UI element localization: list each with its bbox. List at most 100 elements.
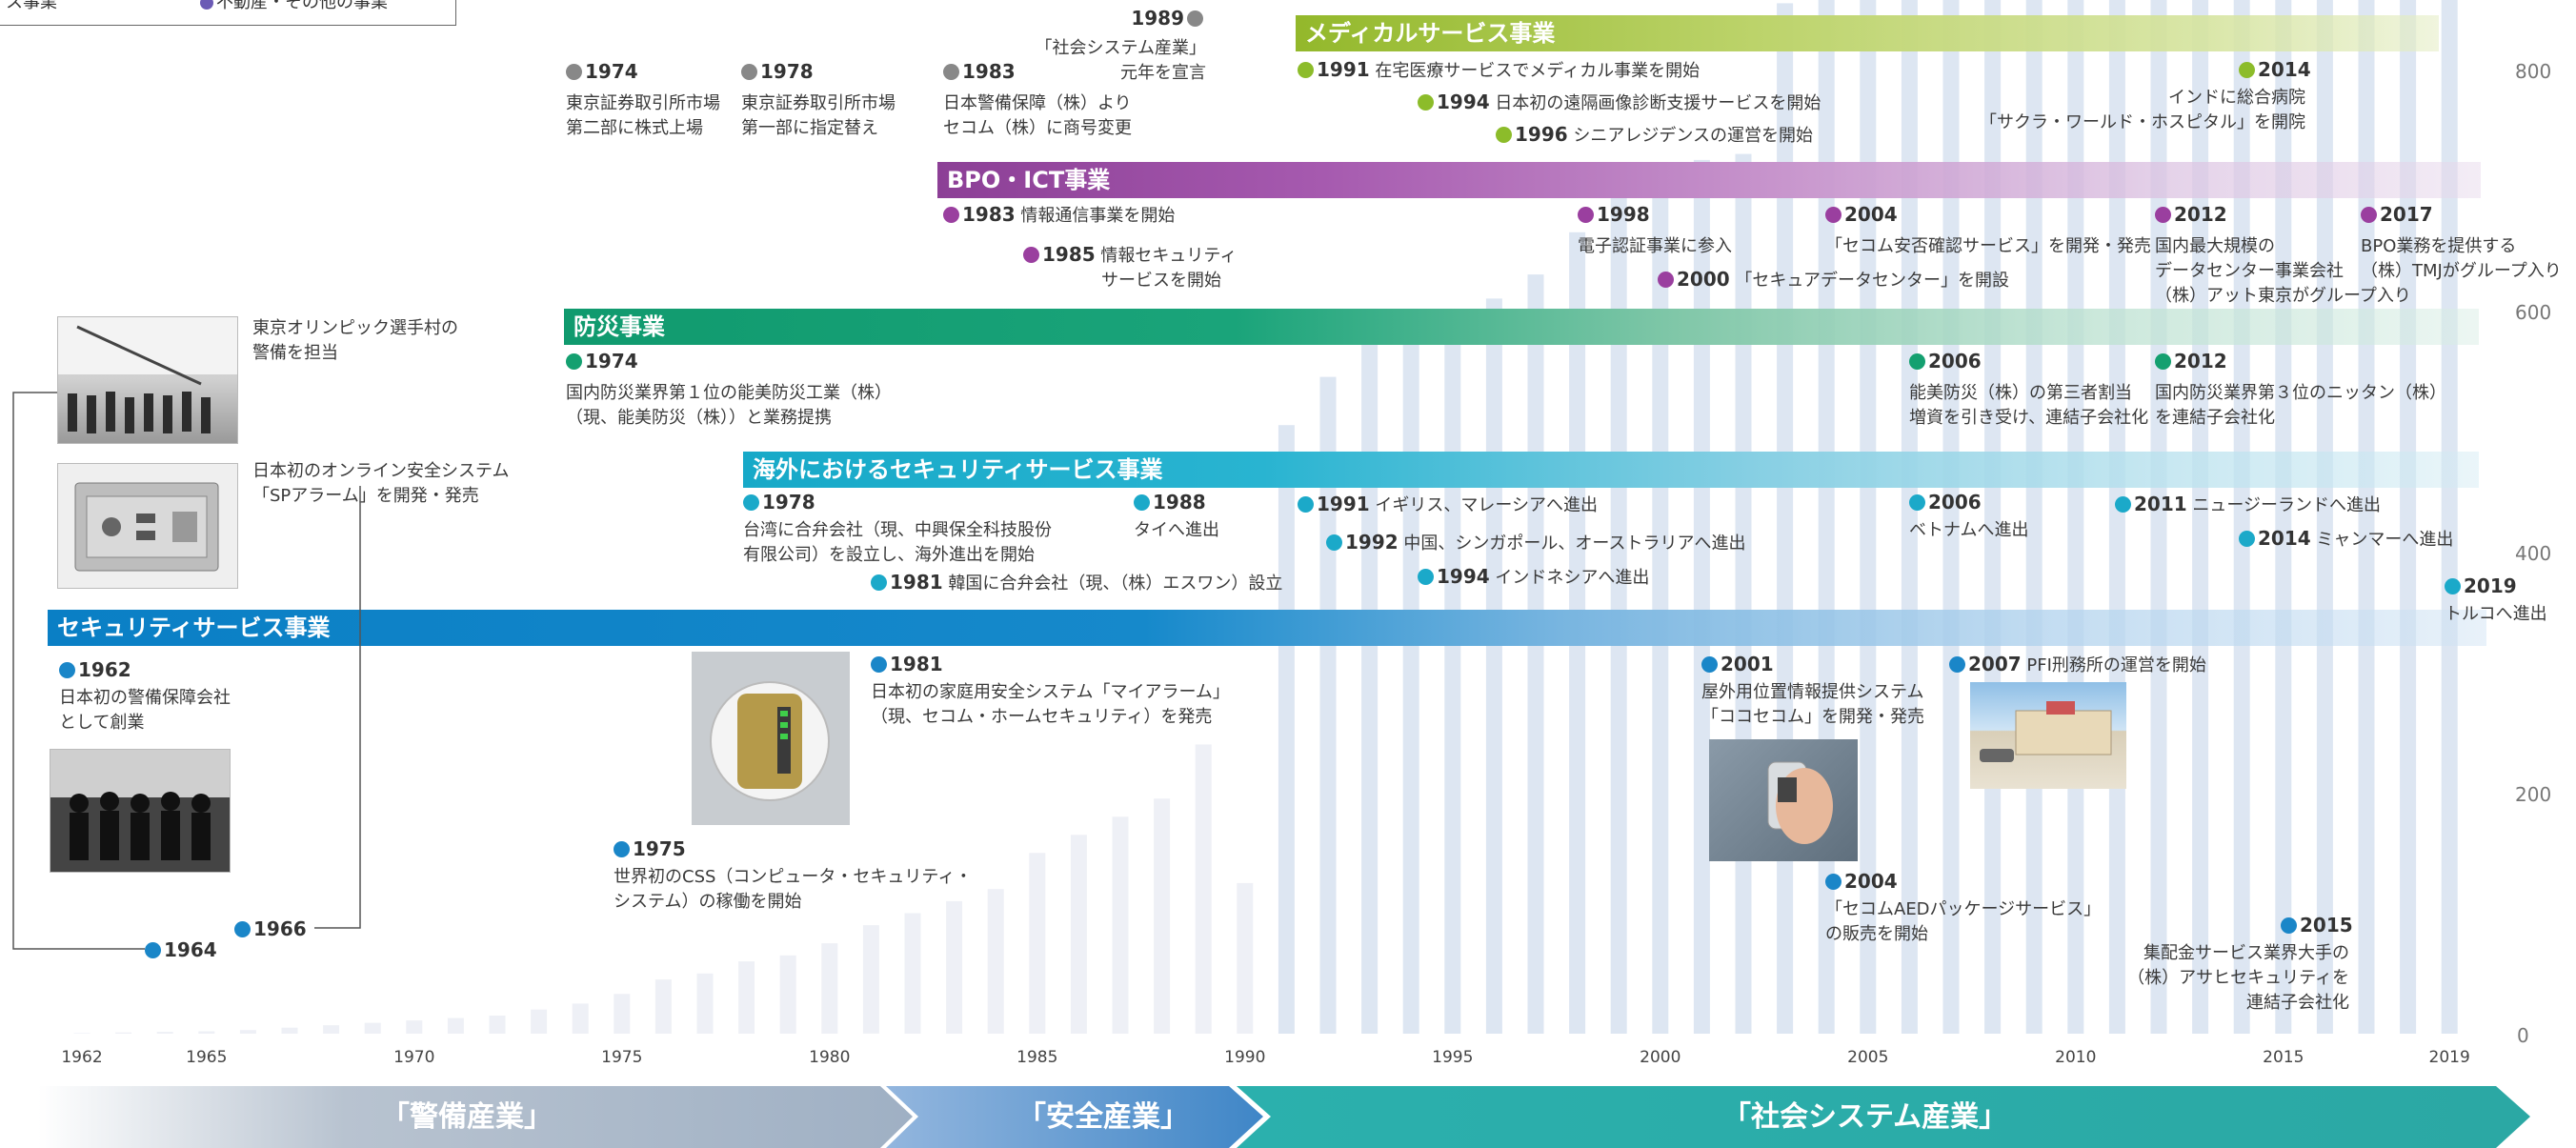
bar-1987 — [1112, 816, 1129, 1034]
event-1978-listing-year: 1978 — [760, 60, 814, 83]
bar-1965 — [198, 1031, 215, 1034]
event-1988-overseas: 1988 タイへ進出 — [1134, 490, 1219, 543]
event-2015: 2015 — [2281, 913, 2353, 939]
event-2006-overseas-text: ベトナムへ進出 — [1909, 520, 2029, 540]
event-1975: 1975 世界初のCSS（コンピュータ・セキュリティ・ システム）の稼働を開始 — [614, 836, 972, 915]
event-1991-overseas: 1991 イギリス、マレーシアへ進出 — [1298, 492, 1598, 518]
event-2017-ict-line2: （株）TMJがグループ入り — [2361, 261, 2562, 281]
event-2019-overseas-text: トルコへ進出 — [2445, 604, 2547, 624]
event-2004-ict-year: 2004 — [1844, 203, 1898, 226]
dot-icon — [943, 64, 959, 80]
event-2015-year: 2015 — [2300, 914, 2353, 937]
x-tick-label: 2000 — [1640, 1048, 1681, 1067]
sp-alarm-illustration — [74, 482, 219, 572]
y-tick-label: 800 — [2515, 60, 2552, 83]
event-1985-ict-line2: サービスを開始 — [1101, 271, 1221, 291]
olympic-guards-illustration — [58, 317, 237, 433]
event-1991-medical: 1991 在宅医療サービスでメディカル事業を開始 — [1298, 57, 1700, 84]
bar-1964 — [156, 1032, 173, 1034]
band-bpo-ict-label: BPO・ICT事業 — [947, 167, 1111, 193]
x-tick-label: 2010 — [2055, 1048, 2097, 1067]
dot-icon — [1909, 353, 1925, 370]
legend-item-left: ス事業 — [6, 0, 57, 12]
dot-icon — [1134, 494, 1150, 511]
event-2006-overseas: 2006 ベトナムへ進出 — [1909, 490, 2028, 543]
event-2006-overseas-year: 2006 — [1928, 491, 1982, 514]
dot-icon — [943, 207, 959, 223]
bar-1973 — [531, 1009, 548, 1034]
event-1966-line2: 「SPアラーム」を開発・発売 — [252, 486, 479, 506]
dot-icon — [1023, 247, 1039, 263]
event-2014-overseas-year: 2014 — [2258, 527, 2311, 550]
dot-icon — [234, 921, 251, 937]
bar-2000 — [1652, 166, 1669, 1034]
event-2006-disaster: 2006 能美防災（株）の第三者割当 増資を引き受け、連結子会社化 — [1909, 349, 2148, 431]
event-1975-line1: 世界初のCSS（コンピュータ・セキュリティ・ — [614, 867, 973, 887]
event-1978-listing-line2: 第一部に指定替え — [741, 118, 878, 138]
event-2017-ict: 2017 BPO業務を提供する （株）TMJがグループ入り — [2361, 202, 2562, 284]
event-2001-line1: 屋外用位置情報提供システム — [1701, 682, 1924, 702]
event-1994-overseas-year: 1994 — [1437, 565, 1490, 588]
event-1964-text: 東京オリンピック選手村の 警備を担当 — [252, 316, 458, 366]
event-1964-line2: 警備を担当 — [252, 343, 338, 363]
event-1981-line1: 日本初の家庭用安全システム「マイアラーム」 — [871, 682, 1230, 702]
bar-2013 — [2192, 0, 2209, 1034]
event-2007-year: 2007 — [1968, 653, 2022, 675]
bar-2014 — [2233, 0, 2250, 1034]
event-2004-ict-text: 「セコム安否確認サービス」を開発・発売 — [1825, 236, 2151, 256]
event-1991-medical-year: 1991 — [1317, 58, 1370, 81]
bar-2019 — [2441, 0, 2458, 1034]
event-1994-medical-year: 1994 — [1437, 91, 1490, 113]
dot-icon — [741, 64, 757, 80]
event-2004-line1: 「セコムAEDパッケージサービス」 — [1825, 899, 2102, 919]
event-1998-ict-text: 電子認証事業に参入 — [1578, 236, 1732, 256]
event-2011-overseas: 2011 ニュージーランドへ進出 — [2115, 492, 2381, 518]
event-1978-overseas-year: 1978 — [762, 491, 815, 514]
bar-2006 — [1901, 0, 1918, 1034]
x-tick-label: 1990 — [1224, 1048, 1266, 1067]
dot-icon — [1658, 272, 1674, 288]
event-2015-text: 集配金サービス業界大手の （株）アサヒセキュリティを 連結子会社化 — [2058, 941, 2349, 1016]
bar-1991 — [1278, 425, 1295, 1034]
event-1978-overseas-line1: 台湾に合弁会社（現、中興保全科技股份 — [743, 520, 1052, 540]
x-tick-label: 1970 — [393, 1048, 435, 1067]
dot-icon — [2115, 496, 2131, 513]
dot-icon — [1825, 207, 1841, 223]
founders-photo — [50, 749, 231, 873]
cocosecom-illustration — [1767, 761, 1833, 844]
event-2014-medical: 2014 — [2239, 57, 2311, 84]
event-2001: 2001 屋外用位置情報提供システム 「ココセコム」を開発・発売 — [1701, 652, 1924, 730]
dot-icon — [1418, 94, 1434, 111]
event-2000-ict-year: 2000 — [1677, 268, 1730, 291]
event-1991-overseas-text: イギリス、マレーシアへ進出 — [1375, 495, 1599, 515]
event-2014-overseas: 2014 ミャンマーへ進出 — [2239, 526, 2453, 553]
event-1978-listing: 1978 東京証券取引所市場 第一部に指定替え — [741, 59, 896, 141]
event-1974-disaster-line2: （現、能美防災（株））と業務提携 — [566, 408, 832, 428]
event-1992-overseas-text: 中国、シンガポール、オーストラリアへ進出 — [1403, 534, 1746, 554]
x-tick-label: 1995 — [1432, 1048, 1474, 1067]
event-2012-ict-line1: 国内最大規模の — [2155, 236, 2275, 256]
my-alarm-photo — [692, 652, 850, 825]
my-alarm-illustration — [710, 681, 830, 801]
event-2006-disaster-year: 2006 — [1928, 350, 1982, 373]
bar-2001 — [1693, 159, 1710, 1034]
dot-icon — [2281, 917, 2297, 934]
bar-1985 — [1029, 853, 1046, 1034]
event-2004-line2: の販売を開始 — [1825, 924, 1928, 944]
bar-1972 — [489, 1016, 506, 1034]
event-1989-line2: 元年を宣言 — [1120, 63, 1206, 83]
event-1994-overseas-text: インドネシアへ進出 — [1495, 568, 1650, 588]
dot-icon — [1326, 534, 1342, 551]
bar-1970 — [406, 1020, 423, 1034]
event-2001-year: 2001 — [1721, 653, 1774, 675]
x-tick-label: 2005 — [1847, 1048, 1889, 1067]
event-1974-disaster-line1: 国内防災業界第１位の能美防災工業（株） — [566, 383, 892, 403]
x-tick-label: 1980 — [809, 1048, 851, 1067]
legend-dot-icon — [200, 0, 213, 10]
event-1983-ict-year: 1983 — [962, 203, 1016, 226]
bar-2007 — [1942, 0, 1960, 1034]
cocosecom-photo — [1709, 739, 1858, 861]
dot-icon — [1701, 656, 1718, 673]
event-2019-overseas-year: 2019 — [2464, 574, 2517, 597]
